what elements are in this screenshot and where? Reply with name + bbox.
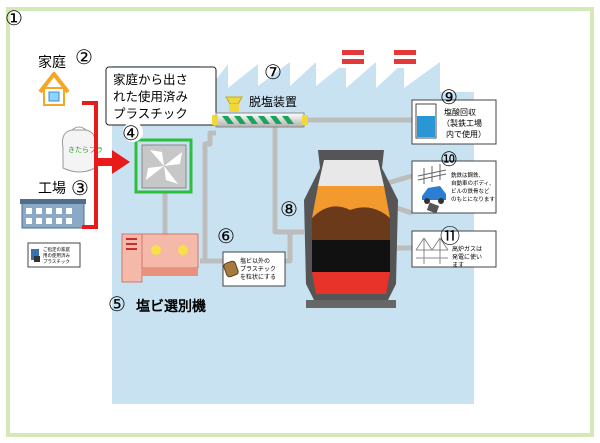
svg-text:銑鉄は鋼鉄、: 銑鉄は鋼鉄、 — [451, 171, 484, 179]
marker-7: ⑦ — [264, 60, 282, 84]
beaker-icon — [415, 103, 437, 139]
marker-11: ⑪ — [440, 224, 460, 248]
svg-text:②: ② — [75, 45, 93, 69]
marker-3: ③ — [71, 176, 89, 200]
marker-10: ⑩ — [440, 147, 458, 171]
svg-text:用の使用済み: 用の使用済み — [43, 252, 70, 259]
svg-text:⑥: ⑥ — [217, 224, 235, 248]
blast-furnace — [304, 150, 398, 308]
gas-box: 高炉ガスは 発電に使い ます — [411, 230, 497, 269]
svg-text:⑧: ⑧ — [280, 197, 298, 221]
callout-box: 家庭から出さ れた使用済み プラスチック — [105, 66, 217, 126]
marker-6: ⑥ — [217, 224, 235, 248]
svg-text:プラスチック: プラスチック — [43, 259, 70, 265]
home-label: 家庭 — [38, 54, 66, 71]
dechlorination-unit — [212, 96, 308, 128]
car-icon — [417, 164, 447, 214]
svg-text:④: ④ — [122, 121, 140, 145]
marker-9: ⑨ — [440, 85, 458, 109]
svg-text:ビルの鉄骨など: ビルの鉄骨など — [451, 187, 490, 195]
svg-text:③: ③ — [71, 176, 89, 200]
outer-frame — [6, 7, 594, 437]
svg-text:⑤: ⑤ — [108, 292, 126, 316]
svg-text:（製鉄工場: （製鉄工場 — [442, 118, 482, 128]
svg-text:家庭から出さ: 家庭から出さ — [113, 72, 188, 87]
svg-text:発電に使い: 発電に使い — [452, 253, 482, 261]
svg-text:きたらプラ: きたらプラ — [68, 146, 103, 154]
chimney-left — [340, 44, 366, 68]
svg-text:プラスチック: プラスチック — [240, 266, 276, 273]
iron-uses-box: 銑鉄は鋼鉄、 自動車のボディ、 ビルの鉄骨など のもとになります — [411, 160, 497, 214]
svg-text:を粒状にする: を粒状にする — [240, 273, 276, 281]
svg-text:⑨: ⑨ — [440, 85, 458, 109]
svg-text:のもとになります: のもとになります — [451, 196, 495, 203]
svg-text:れた使用済み: れた使用済み — [113, 89, 188, 104]
svg-text:塩酸回収: 塩酸回収 — [444, 107, 476, 117]
collection-arrow — [82, 101, 130, 229]
bridge-icon — [415, 237, 449, 264]
svg-text:⑩: ⑩ — [440, 147, 458, 171]
factory-icon — [20, 199, 86, 229]
marker-5: ⑤ — [108, 292, 126, 316]
dechlorination-label: 脱塩装置 — [249, 94, 297, 109]
svg-text:ご指定の家庭: ご指定の家庭 — [43, 246, 70, 253]
svg-text:①: ① — [5, 6, 23, 30]
shredder-icon — [141, 144, 187, 189]
recycling-bag-icon: ご指定の家庭 用の使用済み プラスチック — [27, 242, 81, 268]
svg-text:⑪: ⑪ — [440, 224, 460, 248]
marker-1: ① — [5, 6, 23, 30]
crusher-frame — [134, 138, 193, 194]
svg-text:自動車のボディ、: 自動車のボディ、 — [451, 179, 495, 187]
chimney-right — [392, 44, 418, 68]
svg-text:ます: ます — [452, 262, 464, 269]
svg-text:⑦: ⑦ — [264, 60, 282, 84]
pellet-icon — [223, 260, 239, 278]
svg-text:内で使用）: 内で使用） — [446, 129, 486, 139]
marker-2: ② — [75, 45, 93, 69]
factory-label: 工場 — [38, 181, 66, 197]
marker-8: ⑧ — [280, 197, 298, 221]
marker-4: ④ — [122, 121, 143, 145]
house-icon — [38, 72, 70, 106]
separator-machine-icon — [121, 233, 199, 283]
separator-label: 塩ビ選別機 — [136, 298, 206, 315]
svg-text:高炉ガスは: 高炉ガスは — [452, 245, 482, 253]
svg-text:塩ビ以外の: 塩ビ以外の — [240, 257, 270, 265]
svg-text:プラスチック: プラスチック — [113, 106, 188, 121]
